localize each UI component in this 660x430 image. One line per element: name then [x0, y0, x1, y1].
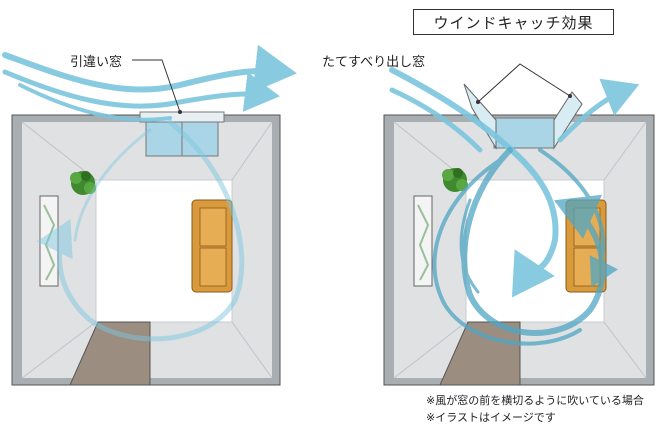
footnote-wind-condition: ※風が窓の前を横切るように吹いている場合 [426, 394, 644, 407]
door-right [439, 321, 521, 386]
diagram-title: ウインドキャッチ効果 [413, 9, 614, 35]
sliding-window-label: 引違い窓 [70, 55, 123, 70]
indoor-swirl-right-4 [459, 198, 480, 294]
indoor-swirl-right-2 [432, 158, 582, 346]
left-room [2, 44, 297, 386]
wind-exit-stream [557, 78, 640, 143]
sliding-window-label-pointer [132, 59, 181, 113]
casement-sash-right [553, 91, 583, 150]
casement-label-pointer [477, 63, 571, 103]
right-room [383, 63, 655, 386]
airflow-left [2, 44, 297, 342]
plant-left [70, 171, 96, 195]
wall-picture-right [413, 195, 433, 287]
wind-in-stream-2 [389, 87, 483, 153]
indoor-swirl-left [36, 119, 245, 342]
wind-stream-2 [2, 69, 280, 112]
wind-stream-3 [18, 83, 172, 122]
wall-picture-left [39, 195, 59, 287]
door-left [69, 321, 151, 386]
casement-window-label: たてすべり出し窓 [322, 55, 426, 70]
indoor-swirl-right-1 [461, 147, 606, 336]
airflow-right [389, 67, 640, 298]
footnotes: ※風が窓の前を横切るように吹いている場合 ※イラストはイメージです [426, 392, 644, 426]
wind-in-stream-1 [389, 67, 559, 298]
indoor-swirl-right-3 [538, 148, 619, 288]
footnote-illustration: ※イラストはイメージです [426, 411, 556, 424]
sofa-left [191, 199, 233, 293]
wind-stream-1 [2, 44, 297, 93]
sliding-window [139, 111, 225, 157]
